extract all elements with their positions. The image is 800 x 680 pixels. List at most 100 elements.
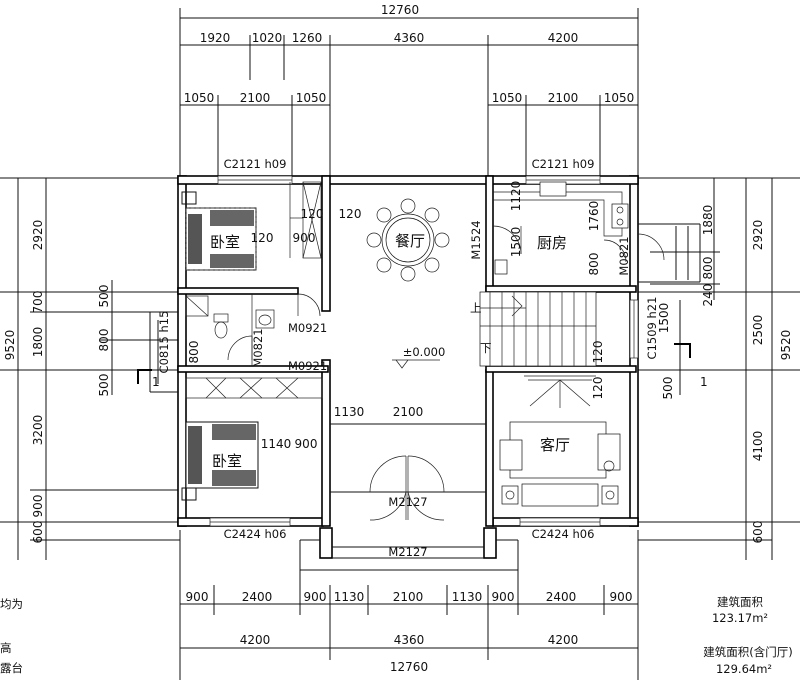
kitchen-counter <box>493 181 629 275</box>
axis-label-right: 1 <box>700 375 708 389</box>
code-window-top-right: C2121 h09 <box>532 157 595 171</box>
dim-int-closet-b: 120 <box>339 207 362 221</box>
top-dimension-lines <box>179 8 639 180</box>
dim-bottom1-d: 1130 <box>334 590 365 604</box>
dim-int-bed2-1140: 1140 <box>261 437 292 451</box>
dim-top3-c: 1050 <box>296 91 327 105</box>
kitchen-doors <box>492 225 665 263</box>
dim-int-kitchen-1120: 1120 <box>509 181 523 212</box>
dim-left-small-c: 500 <box>97 374 111 397</box>
code-window-bottom-left: C2424 h06 <box>224 527 287 541</box>
dim-top3-f: 1050 <box>604 91 635 105</box>
dim-bottom1-e: 2100 <box>393 590 424 604</box>
dim-top2-c: 1260 <box>292 31 323 45</box>
dim-left-outer: 9520 <box>3 330 17 361</box>
closet-bottom-icon <box>185 377 323 399</box>
sink-icon <box>255 309 275 329</box>
building-walls <box>149 175 701 571</box>
room-label-kitchen: 厨房 <box>537 234 567 252</box>
left-dimension-lines <box>0 177 180 560</box>
level-label: ±0.000 <box>403 345 446 359</box>
staircase-icon <box>479 291 597 367</box>
section-marks <box>137 343 691 384</box>
dim-right-inner-a: 2920 <box>751 220 765 251</box>
left-note-2: 高 <box>0 641 12 655</box>
room-label-living: 客厅 <box>540 436 570 454</box>
dim-int-kitchen-1760: 1760 <box>587 201 601 232</box>
bathroom-doors <box>227 293 321 366</box>
dim-right-small-b: 800 <box>701 257 715 280</box>
dim-left-inner-c: 1800 <box>31 327 45 358</box>
level-marker-icon <box>392 359 440 369</box>
dim-left-small-b: 800 <box>97 329 111 352</box>
closet-top-icon <box>289 181 322 259</box>
dim-bottom2-b: 4360 <box>394 633 425 647</box>
dim-int-stair-120b: 120 <box>591 377 605 400</box>
dim-top3-e: 2100 <box>548 91 579 105</box>
dim-left-inner-b: 700 <box>31 291 45 314</box>
dim-right-small-c: 240 <box>701 284 715 307</box>
dim-left-inner-f: 600 <box>31 521 45 544</box>
dim-int-bed1-b: 900 <box>293 231 316 245</box>
dim-right-small-a: 1880 <box>701 205 715 236</box>
room-label-bedroom-bottom: 卧室 <box>212 452 242 470</box>
right-dimension-lines <box>638 177 800 560</box>
dim-bottom2-c: 4200 <box>548 633 579 647</box>
dim-top2-a: 1920 <box>200 31 231 45</box>
area-value: 123.17m² <box>712 611 768 625</box>
dim-int-c0815-800: 800 <box>187 341 201 364</box>
code-c1509: C1509 h21 <box>645 297 659 360</box>
dim-int-stair-120a: 120 <box>591 341 605 364</box>
dim-int-closet-a: 120 <box>301 207 324 221</box>
dim-bottom1-g: 900 <box>492 590 515 604</box>
dim-right-inner-b: 2500 <box>751 315 765 346</box>
dim-top2-e: 4200 <box>548 31 579 45</box>
dim-top3-d: 1050 <box>492 91 523 105</box>
dim-bottom1-c: 900 <box>304 590 327 604</box>
stair-up-label: 上 <box>470 301 482 315</box>
code-m0921-b: M0921 <box>288 359 327 373</box>
dim-bottom1-f: 1130 <box>452 590 483 604</box>
stair-down-label: 下 <box>480 341 492 355</box>
dim-int-kitchen-1500: 1500 <box>509 227 523 258</box>
code-m0921-a: M0921 <box>288 321 327 335</box>
dim-int-kitchen-800: 800 <box>587 253 601 276</box>
code-c0815: C0815 h15 <box>157 311 171 374</box>
dim-right-outer: 9520 <box>779 330 793 361</box>
dim-int-bed1-a: 120 <box>251 231 274 245</box>
dim-top2-b: 1020 <box>252 31 283 45</box>
dim-left-inner-e: 900 <box>31 495 45 518</box>
area-incl-value: 129.64m² <box>716 662 772 676</box>
dim-int-door-2100: 2100 <box>393 405 424 419</box>
dim-top2-d: 4360 <box>394 31 425 45</box>
dim-total-bottom: 12760 <box>390 660 428 674</box>
dim-int-bed2-900: 900 <box>295 437 318 451</box>
toilet-icon <box>213 313 229 339</box>
dim-right-inner-c: 4100 <box>751 431 765 462</box>
area-label: 建筑面积 <box>717 595 763 609</box>
dim-top3-a: 1050 <box>184 91 215 105</box>
windows <box>209 175 639 527</box>
dim-int-door-1130: 1130 <box>334 405 365 419</box>
dim-total-top: 12760 <box>381 3 419 17</box>
bottom-dimension-lines <box>179 530 639 680</box>
dim-right-small-d: 1500 <box>657 303 671 334</box>
left-note-3: 露台 <box>0 661 23 675</box>
room-label-dining: 餐厅 <box>395 232 425 250</box>
code-window-bottom-right: C2424 h06 <box>532 527 595 541</box>
room-label-bedroom-top: 卧室 <box>210 233 240 251</box>
code-m2127-b: M2127 <box>388 545 427 559</box>
shower-icon <box>185 295 209 317</box>
bed-top-icon <box>181 191 257 271</box>
dim-left-inner-a: 2920 <box>31 220 45 251</box>
dim-left-inner-d: 3200 <box>31 415 45 446</box>
dining-table-icon <box>366 198 450 282</box>
dim-bottom2-a: 4200 <box>240 633 271 647</box>
code-m2127-a: M2127 <box>388 495 427 509</box>
code-m0821-kitchen: M0821 <box>617 236 631 275</box>
dim-bottom1-a: 900 <box>186 590 209 604</box>
left-note-1: 均为 <box>0 597 23 611</box>
bed-bottom-icon <box>181 421 259 501</box>
code-m1524: M1524 <box>469 220 483 259</box>
